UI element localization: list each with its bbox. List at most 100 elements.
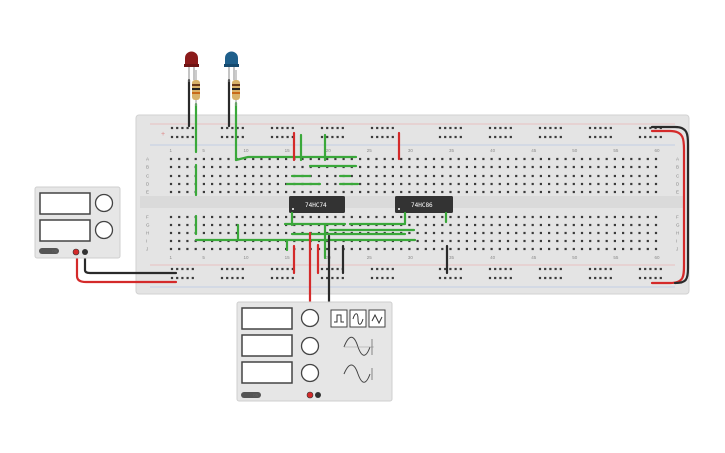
breadboard-hole[interactable] xyxy=(482,223,485,227)
breadboard-hole[interactable] xyxy=(509,276,512,280)
breadboard-hole[interactable] xyxy=(191,276,194,280)
breadboard-hole[interactable] xyxy=(176,135,179,139)
breadboard-hole[interactable] xyxy=(449,157,452,161)
breadboard-hole[interactable] xyxy=(654,157,658,161)
breadboard-hole[interactable] xyxy=(432,247,436,251)
breadboard-hole[interactable] xyxy=(386,276,389,280)
breadboard-hole[interactable] xyxy=(285,174,288,178)
breadboard-hole[interactable] xyxy=(622,231,625,235)
breadboard-hole[interactable] xyxy=(252,157,255,161)
breadboard-hole[interactable] xyxy=(539,165,542,169)
breadboard-hole[interactable] xyxy=(231,135,234,139)
breadboard-hole[interactable] xyxy=(498,174,501,178)
breadboard-hole[interactable] xyxy=(646,239,649,243)
breadboard-hole[interactable] xyxy=(609,267,612,271)
breadboard-hole[interactable] xyxy=(506,239,510,243)
breadboard-hole[interactable] xyxy=(531,182,534,186)
breadboard-hole[interactable] xyxy=(219,231,222,235)
breadboard-hole[interactable] xyxy=(644,276,647,280)
breadboard-hole[interactable] xyxy=(490,190,493,194)
breadboard-hole[interactable] xyxy=(605,165,608,169)
breadboard-hole[interactable] xyxy=(227,165,230,169)
breadboard-hole[interactable] xyxy=(515,174,518,178)
breadboard-hole[interactable] xyxy=(531,157,534,161)
breadboard-hole[interactable] xyxy=(564,231,567,235)
breadboard-hole[interactable] xyxy=(293,215,296,219)
breadboard-hole[interactable] xyxy=(186,239,189,243)
breadboard-hole[interactable] xyxy=(367,215,370,219)
breadboard-hole[interactable] xyxy=(176,276,179,280)
breadboard-hole[interactable] xyxy=(506,215,510,219)
breadboard-hole[interactable] xyxy=(589,223,592,227)
breadboard-hole[interactable] xyxy=(375,182,378,186)
breadboard-hole[interactable] xyxy=(227,182,230,186)
breadboard-hole[interactable] xyxy=(572,215,575,219)
breadboard-hole[interactable] xyxy=(400,174,403,178)
breadboard-holes[interactable] xyxy=(169,126,662,280)
breadboard-hole[interactable] xyxy=(539,223,542,227)
breadboard-hole[interactable] xyxy=(408,223,411,227)
breadboard-hole[interactable] xyxy=(301,157,304,161)
breadboard-hole[interactable] xyxy=(383,247,386,251)
breadboard-hole[interactable] xyxy=(444,267,447,271)
breadboard-hole[interactable] xyxy=(449,135,452,139)
breadboard-hole[interactable] xyxy=(391,182,394,186)
breadboard-hole[interactable] xyxy=(243,223,247,227)
breadboard-hole[interactable] xyxy=(499,126,502,130)
breadboard-hole[interactable] xyxy=(391,135,394,139)
breadboard-hole[interactable] xyxy=(211,190,214,194)
breadboard-hole[interactable] xyxy=(459,267,462,271)
breadboard-hole[interactable] xyxy=(449,126,452,130)
breadboard-hole[interactable] xyxy=(654,267,657,271)
breadboard-hole[interactable] xyxy=(252,190,255,194)
breadboard-hole[interactable] xyxy=(465,223,468,227)
breadboard-hole[interactable] xyxy=(400,215,403,219)
function-generator[interactable]: ON xyxy=(236,301,393,402)
breadboard-hole[interactable] xyxy=(376,126,379,130)
breadboard-hole[interactable] xyxy=(498,223,501,227)
breadboard-hole[interactable] xyxy=(260,247,263,251)
breadboard-hole[interactable] xyxy=(169,239,173,243)
breadboard-hole[interactable] xyxy=(186,182,189,186)
breadboard-hole[interactable] xyxy=(580,157,584,161)
breadboard-hole[interactable] xyxy=(231,276,234,280)
breadboard-hole[interactable] xyxy=(191,126,194,130)
breadboard-hole[interactable] xyxy=(482,165,485,169)
breadboard-hole[interactable] xyxy=(638,239,641,243)
breadboard-hole[interactable] xyxy=(457,239,460,243)
breadboard-hole[interactable] xyxy=(613,223,616,227)
breadboard-hole[interactable] xyxy=(490,247,493,251)
breadboard-hole[interactable] xyxy=(474,239,477,243)
breadboard-hole[interactable] xyxy=(226,267,229,271)
breadboard-hole[interactable] xyxy=(548,157,551,161)
breadboard-hole[interactable] xyxy=(260,190,263,194)
breadboard-hole[interactable] xyxy=(202,157,205,161)
breadboard-hole[interactable] xyxy=(281,135,284,139)
breadboard-hole[interactable] xyxy=(375,190,378,194)
breadboard-hole[interactable] xyxy=(465,247,468,251)
breadboard-hole[interactable] xyxy=(504,267,507,271)
breadboard-hole[interactable] xyxy=(270,126,274,130)
breadboard-hole[interactable] xyxy=(386,135,389,139)
breadboard-hole[interactable] xyxy=(564,223,567,227)
breadboard-hole[interactable] xyxy=(559,126,562,130)
breadboard-hole[interactable] xyxy=(181,276,184,280)
breadboard-hole[interactable] xyxy=(459,126,462,130)
breadboard-hole[interactable] xyxy=(416,247,419,251)
breadboard-hole[interactable] xyxy=(260,215,263,219)
breadboard-hole[interactable] xyxy=(594,267,597,271)
breadboard-hole[interactable] xyxy=(243,231,247,235)
breadboard-hole[interactable] xyxy=(548,239,551,243)
breadboard-hole[interactable] xyxy=(350,190,353,194)
breadboard-hole[interactable] xyxy=(580,174,584,178)
breadboard-hole[interactable] xyxy=(424,157,427,161)
breadboard-hole[interactable] xyxy=(383,190,386,194)
breadboard-hole[interactable] xyxy=(646,174,649,178)
breadboard-hole[interactable] xyxy=(219,157,222,161)
breadboard-hole[interactable] xyxy=(613,247,616,251)
breadboard-hole[interactable] xyxy=(609,126,612,130)
breadboard-hole[interactable] xyxy=(285,231,288,235)
breadboard-hole[interactable] xyxy=(432,239,436,243)
breadboard-hole[interactable] xyxy=(498,239,501,243)
breadboard-hole[interactable] xyxy=(391,190,394,194)
